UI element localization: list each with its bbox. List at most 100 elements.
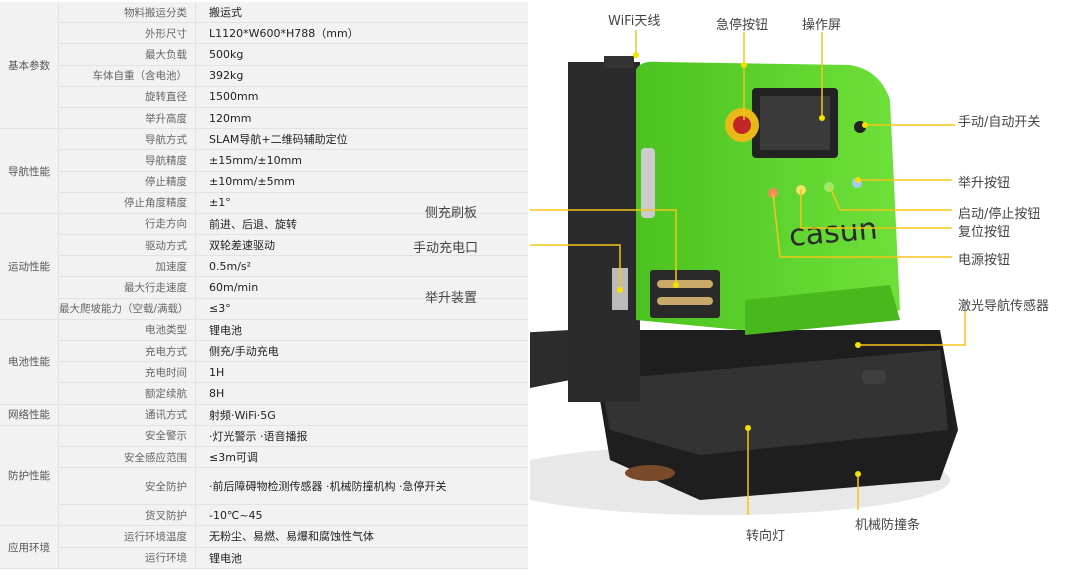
row-value: 锂电池 (195, 319, 528, 342)
row-value: 1H (195, 361, 528, 384)
table-row: 网络性能通讯方式射频·WiFi·5G (0, 404, 528, 426)
row-value: 搬运式 (195, 2, 528, 24)
table-row: 驱动方式双轮差速驱动 (0, 234, 528, 257)
row-value: 120mm (195, 107, 528, 130)
table-row: 安全感应范围≤3m可调 (0, 446, 528, 469)
row-label: 安全感应范围 (58, 446, 196, 469)
callout-reset: 复位按钮 (958, 225, 1011, 240)
row-label: 最大负载 (58, 43, 196, 66)
row-value: ±10mm/±5mm (195, 171, 528, 193)
agv-robot-image: casun (440, 30, 966, 515)
lift-platform (440, 330, 570, 400)
group-label: 网络性能 (0, 404, 59, 426)
wifi-antenna (604, 56, 634, 68)
callout-screen: 操作屏 (802, 18, 842, 33)
table-row: 货叉防护-10℃~45 (0, 504, 528, 527)
table-row: 应用环境运行环境温度无粉尘、易燃、易爆和腐蚀性气体 (0, 525, 528, 569)
group-label: 基本参数 (0, 2, 59, 130)
row-label: 额定续航 (58, 382, 196, 405)
row-value: ±1° (195, 192, 528, 214)
callout-side-charge: 侧充刷板 (425, 206, 478, 221)
row-value: ≤3° (195, 298, 528, 320)
row-label: 安全防护 (58, 467, 196, 506)
row-value: L1120*W600*H788（mm） (195, 22, 528, 45)
row-value: 500kg (195, 43, 528, 66)
callout-emergency-stop: 急停按钮 (716, 18, 769, 33)
callout-lift-button: 举升按钮 (958, 176, 1011, 191)
table-row: 运行环境锂电池 (0, 547, 528, 569)
row-value: ·灯光警示 ·语音播报 (195, 425, 528, 447)
callout-bumper: 机械防撞条 (855, 518, 921, 533)
row-label: 举升高度 (58, 107, 196, 130)
table-row: 导航精度±15mm/±10mm (0, 149, 528, 172)
table-row: 防护性能安全警示·灯光警示 ·语音播报 (0, 425, 528, 527)
table-row: 基本参数物料搬运分类搬运式 (0, 2, 528, 130)
group-label: 电池性能 (0, 319, 59, 405)
callout-manual-port: 手动充电口 (413, 241, 479, 256)
row-label: 充电时间 (58, 361, 196, 384)
row-label: 物料搬运分类 (58, 2, 196, 24)
row-value: 392kg (195, 65, 528, 87)
side-charge-plate (650, 270, 720, 318)
row-value: 1500mm (195, 86, 528, 108)
row-label: 安全警示 (58, 425, 196, 447)
turn-light (740, 412, 802, 438)
row-label: 导航方式 (58, 128, 196, 151)
row-label: 最大行走速度 (58, 276, 196, 299)
group-label: 导航性能 (0, 128, 59, 214)
group-label: 防护性能 (0, 425, 59, 527)
row-label: 停止精度 (58, 171, 196, 193)
row-value: 前进、后退、旋转 (195, 213, 528, 236)
row-label: 外形尺寸 (58, 22, 196, 45)
row-label: 车体自重（含电池） (58, 65, 196, 87)
row-value: ·前后障碍物检测传感器 ·机械防撞机构 ·急停开关 (195, 467, 528, 506)
row-label: 电池类型 (58, 319, 196, 342)
callout-power: 电源按钮 (958, 253, 1011, 268)
row-value: 双轮差速驱动 (195, 234, 528, 257)
row-value: 锂电池 (195, 547, 528, 569)
row-value: 无粉尘、易燃、易爆和腐蚀性气体 (195, 525, 528, 548)
row-label: 运行环境温度 (58, 525, 196, 548)
row-label: 停止角度精度 (58, 192, 196, 214)
row-value: 侧充/手动充电 (195, 340, 528, 363)
row-label: 驱动方式 (58, 234, 196, 257)
row-label: 旋转直径 (58, 86, 196, 108)
row-value: 60m/min (195, 276, 528, 299)
row-label: 导航精度 (58, 149, 196, 172)
row-label: 行走方向 (58, 213, 196, 236)
callout-laser: 激光导航传感器 (958, 299, 1050, 314)
callout-lift-device: 举升装置 (425, 291, 478, 306)
row-label: 最大爬坡能力（空载/满载） (58, 298, 196, 320)
group-label: 运动性能 (0, 213, 59, 320)
callout-wifi-antenna: WiFi天线 (608, 14, 661, 29)
row-value: 0.5m/s² (195, 255, 528, 278)
table-row: 车体自重（含电池）392kg (0, 65, 528, 87)
mast (568, 62, 640, 402)
row-label: 货叉防护 (58, 504, 196, 527)
table-row: 电池性能电池类型锂电池 (0, 319, 528, 405)
callout-start-stop: 启动/停止按钮 (958, 207, 1041, 222)
table-row: 停止角度精度±1° (0, 192, 528, 214)
row-label: 充电方式 (58, 340, 196, 363)
table-row: 充电方式侧充/手动充电 (0, 340, 528, 363)
robot-illustration: casun (440, 0, 1080, 571)
row-value: 射频·WiFi·5G (195, 404, 528, 426)
table-row: 最大爬坡能力（空载/满载）≤3° (0, 298, 528, 320)
row-value: -10℃~45 (195, 504, 528, 527)
row-label: 加速度 (58, 255, 196, 278)
table-row: 安全防护·前后障碍物检测传感器 ·机械防撞机构 ·急停开关 (0, 467, 528, 506)
row-value: SLAM导航+二维码辅助定位 (195, 128, 528, 151)
row-value: ≤3m可调 (195, 446, 528, 469)
row-label: 运行环境 (58, 547, 196, 569)
callout-mode-switch: 手动/自动开关 (958, 115, 1041, 130)
